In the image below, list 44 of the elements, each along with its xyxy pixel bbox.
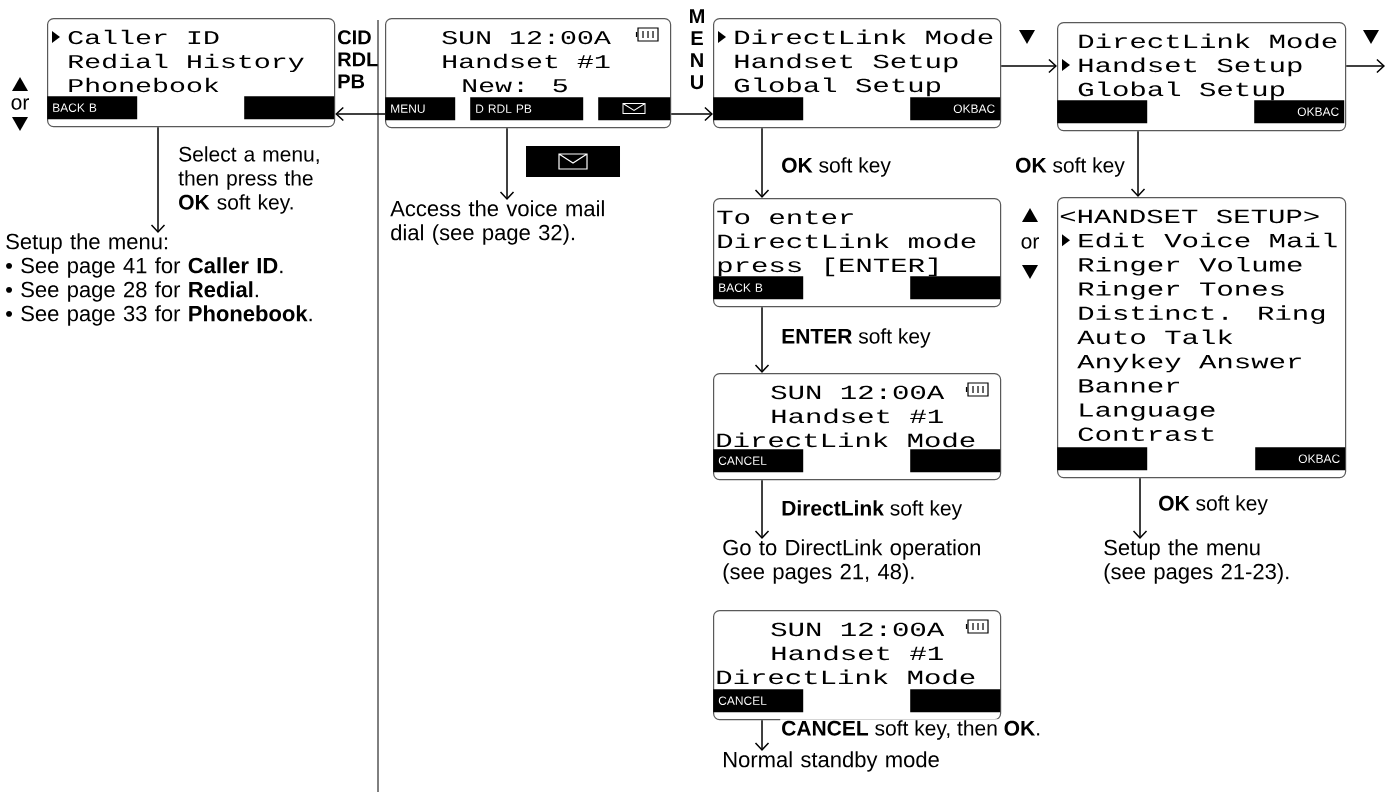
arrow: [670, 106, 713, 122]
instruction-text: Normal standby mode: [724, 751, 939, 772]
edge-label: OK soft key: [1014, 156, 1126, 178]
soft-key: OKBAC: [910, 97, 1001, 121]
instruction-text: Go to DirectLink operation (see pages 21, 48).: [723, 539, 980, 584]
edge-label: CANCEL soft key, then OK.: [780, 719, 1043, 741]
soft-key: MENU: [385, 97, 456, 121]
soft-key: [598, 97, 671, 121]
soft-key: OKBAC: [1255, 447, 1346, 471]
arrow: [499, 127, 515, 200]
soft-key: [910, 689, 1001, 713]
or-label: or: [1021, 237, 1039, 249]
arrow: [335, 106, 386, 122]
edge-label: OK soft key: [1157, 494, 1269, 516]
arrow: [754, 479, 770, 539]
arrow: [1345, 58, 1385, 74]
soft-key: OKBAC: [1254, 100, 1345, 124]
instruction-text: Setup the menu (see pages 21-23).: [1104, 539, 1289, 584]
soft-key: BACK B: [47, 96, 138, 120]
soft-key: D RDL PB: [470, 97, 584, 121]
arrow: [754, 306, 770, 373]
soft-key: [910, 449, 1001, 473]
instruction-text: Access the voice mail dial (see page 32).: [390, 200, 604, 245]
arrow: [1130, 130, 1146, 197]
arrow: [754, 127, 770, 198]
arrow: [754, 719, 770, 751]
arrow: [1000, 58, 1057, 74]
soft-key: CANCEL: [713, 449, 804, 473]
soft-key: [244, 96, 335, 120]
soft-key: BACK B: [713, 276, 804, 300]
soft-key: [713, 97, 804, 121]
edge-label: MENU: [690, 9, 704, 90]
edge-label: DirectLink soft key: [780, 499, 964, 521]
edge-label: OK soft key: [780, 156, 892, 178]
soft-key: CANCEL: [713, 689, 804, 713]
edge-label: Select a menu, then press the OK soft key.: [178, 146, 319, 214]
soft-key: [910, 276, 1001, 300]
soft-key: [1057, 447, 1148, 471]
edge-label: ENTER soft key: [780, 327, 932, 349]
arrow: [1132, 477, 1148, 539]
soft-key: [1057, 100, 1148, 124]
arrow: [150, 126, 166, 233]
instruction-text: Setup the menu: • See page 41 for Caller ID. • See page 28 for Redial. • See page 33 for Phonebook.: [6, 233, 312, 326]
edge-label: CID RDL PB: [338, 30, 378, 89]
